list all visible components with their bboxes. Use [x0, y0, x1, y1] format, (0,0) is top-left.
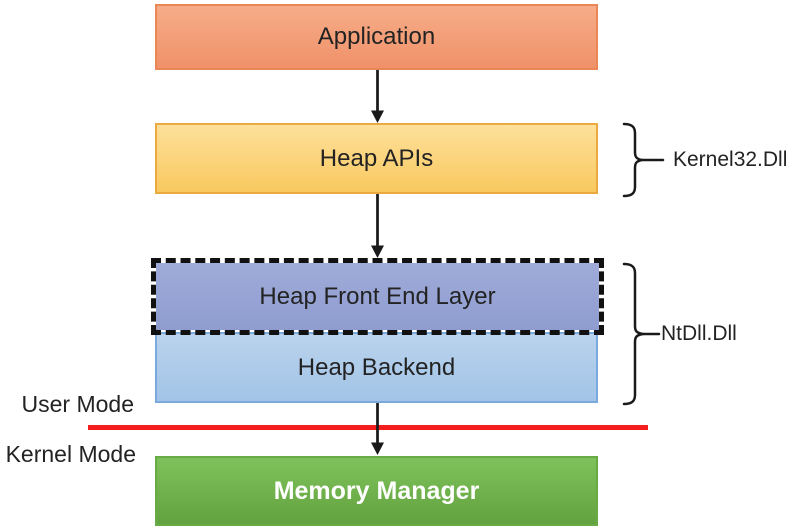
heap-backend-label: Heap Backend [297, 353, 456, 381]
memory-manager-box: Memory Manager [155, 456, 598, 526]
ntdll-dll-label: NtDll.Dll [661, 322, 737, 345]
ntdll-brace [622, 262, 645, 406]
heap-apis-label: Heap APIs [319, 144, 434, 172]
application-box: Application [155, 4, 598, 70]
memory-manager-label: Memory Manager [273, 476, 480, 505]
down-arrow-icon [371, 70, 384, 123]
arrow-heap-apis-to-front-end-head [371, 245, 384, 258]
kernel32-dll-label: Kernel32.Dll [673, 148, 788, 171]
ntdll-bracket-icon [622, 262, 661, 406]
arrow-backend-to-memory-manager-head [371, 442, 384, 455]
down-arrow-icon [371, 194, 384, 258]
user-kernel-mode-divider-line [88, 425, 648, 430]
heap-front-end-box: Heap Front End Layer [151, 258, 604, 335]
heap-apis-box: Heap APIs [155, 123, 598, 194]
heap-front-end-label: Heap Front End Layer [259, 282, 496, 310]
kernel-mode-label: Kernel Mode [5, 441, 136, 467]
user-mode-label: User Mode [21, 391, 134, 417]
arrow-application-to-heap-apis-head [371, 110, 384, 123]
heap-backend-box: Heap Backend [155, 332, 598, 403]
kernel32-brace [622, 122, 644, 198]
application-label: Application [317, 23, 436, 50]
kernel32-bracket-icon [622, 122, 665, 198]
